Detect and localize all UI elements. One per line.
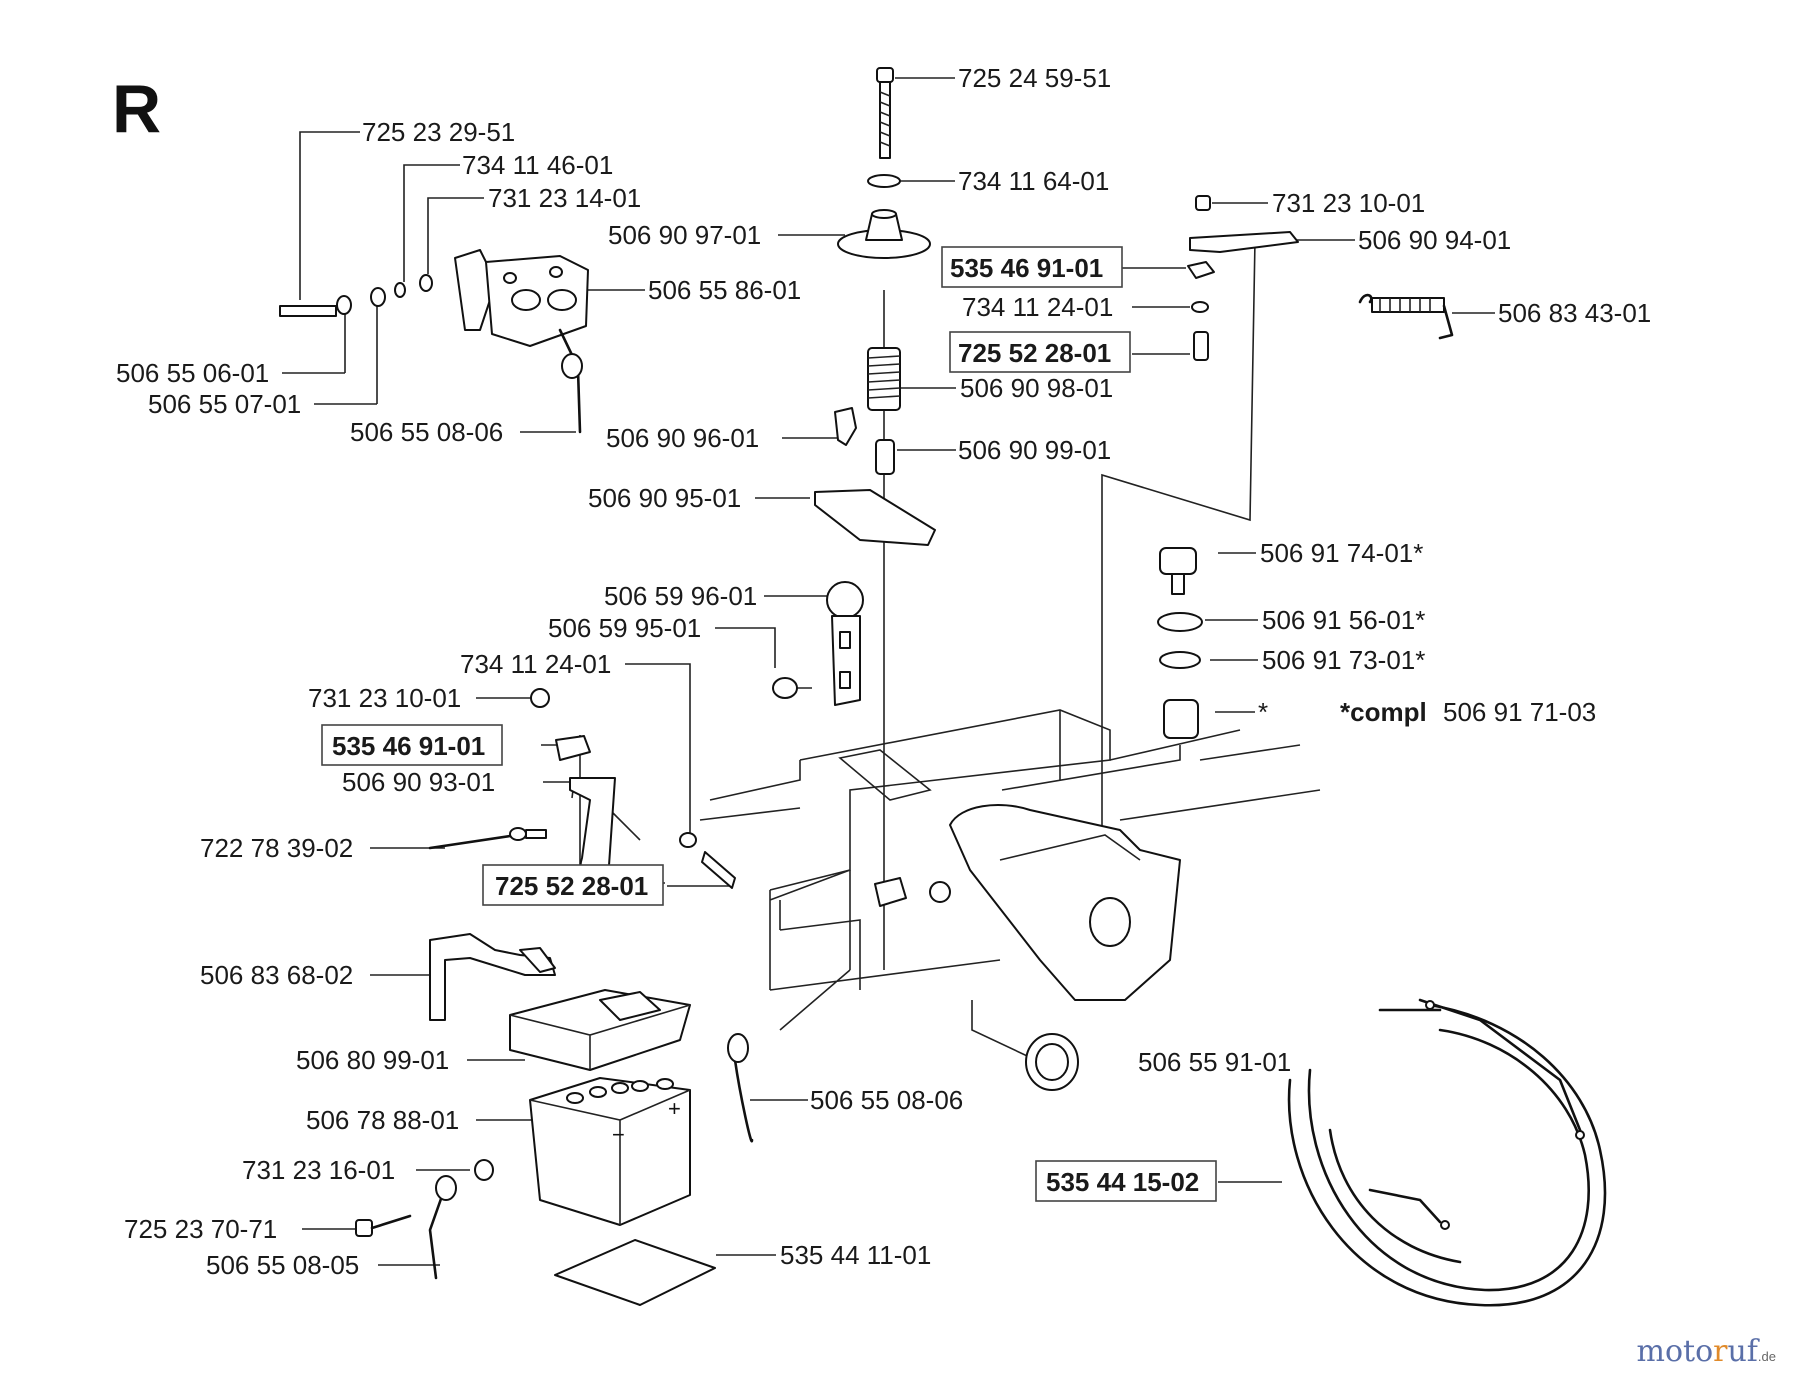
battery-bolt-part [355,1214,412,1237]
part-number: 506 83 43-01 [1498,298,1651,328]
solenoid-part [454,249,589,347]
part-number: * [1258,697,1268,727]
part-number: 506 55 06-01 [116,358,269,388]
logo-part: uf [1727,1334,1758,1369]
cable-part [428,1194,444,1280]
part-number: 506 55 07-01 [148,389,301,419]
nut-part [1195,195,1211,211]
part-number: 725 23 29-51 [362,117,515,147]
pad-part [554,1239,716,1306]
part-number: 506 55 91-01 [1138,1047,1291,1077]
nut-part [474,1159,494,1181]
pulley-part [837,209,931,259]
part-number: 734 11 24-01 [962,292,1113,322]
part-number: 734 11 24-01 [460,649,611,679]
part-number: 506 91 73-01* [1262,645,1425,675]
part-number: 725 23 70-71 [124,1214,277,1244]
part-number: 506 55 86-01 [648,275,801,305]
part-number: 731 23 16-01 [242,1155,395,1185]
part-number: 734 11 46-01 [462,150,613,180]
housing-part [949,804,1181,1001]
part-number: 506 91 74-01* [1260,538,1423,568]
part-number: 506 91 71-03 [1443,697,1596,727]
section-letter: R [112,71,161,147]
part-number: 506 90 96-01 [606,423,759,453]
part-number: 506 90 97-01 [608,220,761,250]
highlight-box [1035,1160,1217,1202]
svg-text:+: + [668,1096,681,1121]
part-number: 506 59 95-01 [548,613,701,643]
part-number: 506 59 96-01 [604,581,757,611]
highlight-box [321,724,503,766]
cable-part [733,1058,754,1143]
microswitch-part [555,735,591,761]
part-number: 506 55 08-06 [810,1085,963,1115]
nut-part [530,688,550,708]
plate-part [814,489,936,546]
part-number: 506 55 08-05 [206,1250,359,1280]
battery-part: − + [529,1077,691,1226]
key-part [1159,547,1197,595]
pin-part [428,827,547,850]
part-number: 506 55 08-06 [350,417,503,447]
part-number-bold: 725 52 28-01 [958,338,1111,368]
part-number: 506 90 95-01 [588,483,741,513]
part-number-bold: 535 46 91-01 [950,253,1103,283]
cable-part [558,328,582,434]
battery-holder-part [429,933,556,1021]
small-bracket-part [874,877,907,907]
battery-cover-part [509,989,691,1071]
logo-part: moto [1636,1334,1714,1369]
part-number-bold: 535 46 91-01 [332,731,485,761]
washer-part [867,174,901,188]
part-number: 722 78 39-02 [200,833,353,863]
bracket-part [1189,231,1299,253]
part-number: 506 90 93-01 [342,767,495,797]
highlight-box [941,246,1123,288]
lever-part [772,581,864,706]
switch-part [1187,261,1215,279]
part-number: 506 90 98-01 [960,373,1113,403]
part-number-bold: 725 52 28-01 [495,871,648,901]
part-number: 506 90 94-01 [1358,225,1511,255]
wiring-harness-part [1287,998,1607,1307]
bolt-part [701,851,736,889]
part-number: 506 78 88-01 [306,1105,459,1135]
part-number: 535 44 11-01 [780,1240,931,1270]
part-number: 734 11 64-01 [958,166,1109,196]
logo-part: r [1713,1334,1728,1369]
logo-suffix: .de [1757,1349,1776,1364]
part-number: 731 23 10-01 [1272,188,1425,218]
highlight-box [949,331,1131,373]
highlight-box [482,864,664,906]
part-labels: 725 24 59-51 734 11 64-01 506 90 97-01 7… [116,63,1651,1280]
part-number: 506 91 56-01* [1262,605,1425,635]
bolt-part [876,67,894,159]
part-number: 725 24 59-51 [958,63,1111,93]
clip-part [834,407,857,446]
part-number: 506 90 99-01 [958,435,1111,465]
compl-prefix: *compl [1340,697,1427,727]
chassis-frame [699,709,1321,1031]
spring-part [867,347,901,411]
watermark-logo: motoruf.de [1637,1334,1777,1369]
part-number: 731 23 14-01 [488,183,641,213]
parts-drawing: − + [279,67,1607,1307]
part-number-bold: 535 44 15-02 [1046,1167,1199,1197]
spacer-part [875,439,895,475]
ignition-switch-part [1157,612,1203,739]
part-number: 731 23 10-01 [308,683,461,713]
part-number: 506 80 99-01 [296,1045,449,1075]
solenoid-fasteners [279,274,433,317]
bushing-part [1025,1033,1079,1091]
svg-text:−: − [612,1122,625,1147]
spring-hook-part [1358,293,1454,340]
part-number: 506 83 68-02 [200,960,353,990]
